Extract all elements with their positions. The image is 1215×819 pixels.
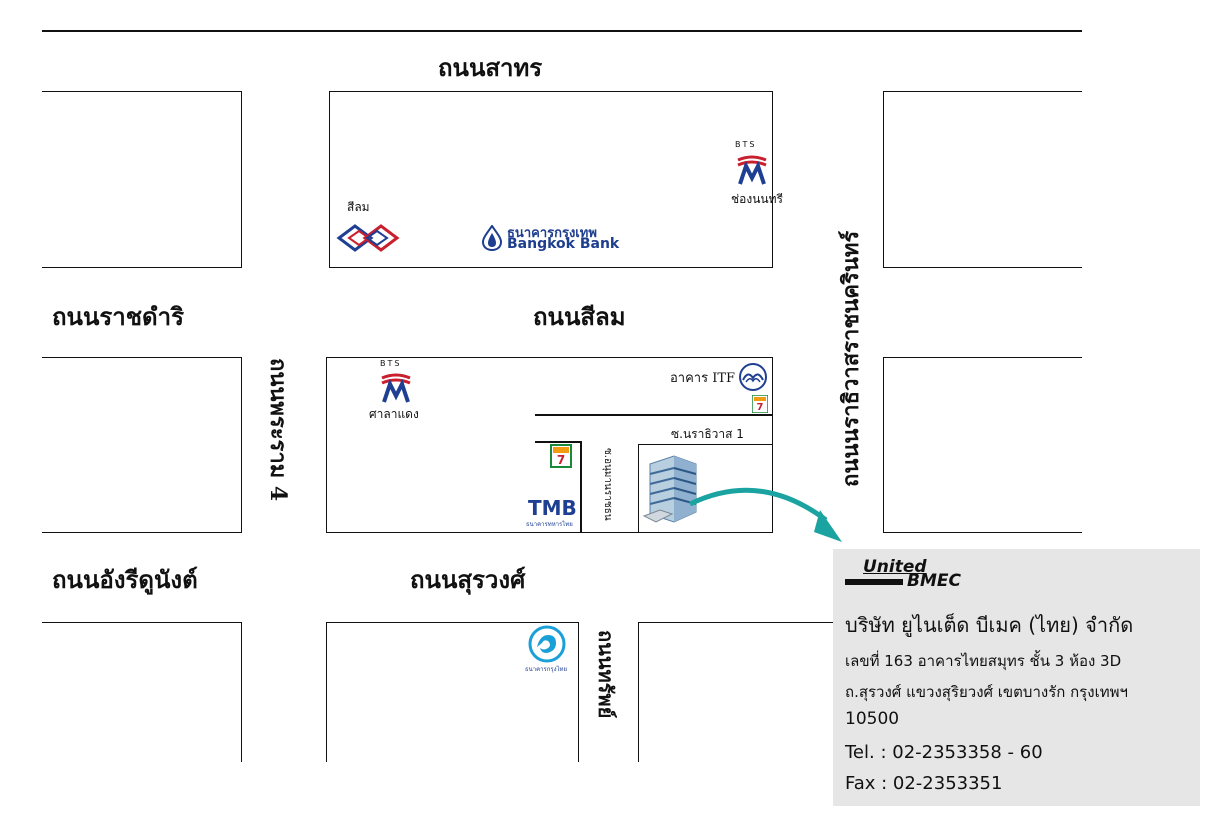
company-address-line1: เลขที่ 163 อาคารไทยสมุทร ชั้น 3 ห้อง 3D bbox=[845, 652, 1122, 670]
road-surawong: ถนนสุรวงศ์ bbox=[410, 565, 526, 594]
company-address-line3: 10500 bbox=[845, 709, 900, 729]
label-chong-nonsi: ช่องนนทรี bbox=[731, 192, 783, 206]
road-silom: ถนนสีลม bbox=[533, 302, 626, 331]
road-ratchadamri: ถนนราชดำริ bbox=[52, 302, 184, 331]
office-building-icon bbox=[642, 455, 697, 523]
tmb-thai-name: ธนาคารทหารไทย bbox=[526, 521, 573, 528]
tmb-logo: TMB bbox=[528, 496, 577, 520]
company-name: บริษัท ยูไนเต็ด บีเมค (ไทย) จำกัด bbox=[845, 613, 1134, 637]
svg-text:7: 7 bbox=[757, 402, 764, 413]
logo-united-text: United bbox=[863, 557, 927, 577]
top-boundary-line bbox=[42, 30, 1082, 32]
block-top-right bbox=[883, 91, 1082, 268]
bangkok-bank-logo-icon bbox=[481, 225, 503, 251]
road-rama4: ถนนพระราม 4 bbox=[265, 358, 291, 502]
label-soi-narathiwat-1: ซ.นราธิวาส 1 bbox=[671, 427, 744, 441]
location-arrow-icon bbox=[688, 487, 842, 542]
block-top-center bbox=[329, 91, 773, 268]
mrt-silom-icon bbox=[336, 224, 400, 252]
bts-sala-daeng-icon bbox=[381, 373, 411, 403]
soi-top-line bbox=[535, 414, 773, 416]
logo-bar bbox=[845, 579, 903, 585]
krungthai-thai-name: ธนาคารกรุงไทย bbox=[525, 666, 568, 673]
label-soi-side: ซ.อนุมานราชธน bbox=[602, 448, 613, 521]
company-tel: Tel. : 02-2353358 - 60 bbox=[845, 742, 1043, 763]
soi-vertical-left bbox=[580, 441, 582, 533]
itf-logo-icon bbox=[739, 363, 767, 391]
road-narathiwat: ถนนนราธิวาสราชนครินทร์ bbox=[838, 230, 864, 487]
company-fax: Fax : 02-2353351 bbox=[845, 773, 1003, 794]
krungthai-bank-logo-icon bbox=[528, 625, 566, 663]
bangkok-bank-thai-name: ธนาคารกรุงเทพ bbox=[507, 226, 597, 241]
bts-text-sala-daeng: BTS bbox=[380, 359, 402, 368]
block-bottom-left bbox=[42, 622, 242, 762]
company-info-panel: United BMEC บริษัท ยูไนเต็ด บีเมค (ไทย) … bbox=[833, 549, 1200, 806]
block-bottom-right bbox=[638, 622, 838, 762]
label-silom-station: สีลม bbox=[347, 200, 370, 214]
bts-text-chong-nonsi: BTS bbox=[735, 140, 757, 149]
bts-chong-nonsi-icon bbox=[737, 155, 767, 185]
logo-bmec-text: BMEC bbox=[907, 571, 961, 591]
road-henri-dunant: ถนนอังรีดูนังต์ bbox=[52, 565, 198, 594]
bangkok-bank-en-name: Bangkok Bank bbox=[507, 236, 620, 252]
seven-eleven-icon-itf: 7 bbox=[752, 395, 768, 413]
seven-eleven-icon-tmb: 7 bbox=[550, 444, 572, 468]
soi-left-top bbox=[535, 441, 581, 443]
block-mid-left bbox=[42, 357, 242, 533]
road-sap: ถนนทรัพย์ bbox=[594, 630, 618, 719]
company-logo: United BMEC bbox=[845, 557, 985, 597]
label-sala-daeng: ศาลาแดง bbox=[369, 407, 419, 421]
label-itf-building: อาคาร ITF bbox=[670, 371, 736, 386]
svg-text:7: 7 bbox=[557, 453, 565, 467]
block-mid-right bbox=[883, 357, 1082, 533]
block-top-left bbox=[42, 91, 242, 268]
company-address-line2: ถ.สุรวงศ์ แขวงสุริยวงศ์ เขตบางรัก กรุงเท… bbox=[845, 683, 1128, 701]
road-sathorn: ถนนสาทร bbox=[438, 53, 543, 82]
